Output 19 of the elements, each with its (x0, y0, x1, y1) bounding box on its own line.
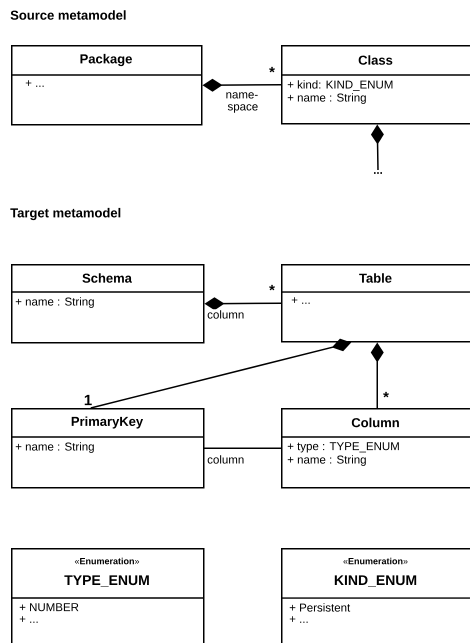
ellipsis-text: ... (374, 172, 382, 174)
multiplicity-label: 1 (84, 394, 92, 406)
class-box: Schema + name : String (11, 264, 204, 344)
edge-label: column (206, 309, 244, 320)
section-heading: Source metamodel (10, 10, 126, 20)
multiplicity-label: * (269, 284, 275, 290)
edge-label: name- space (222, 91, 260, 114)
enumeration-box: «Enumeration» KIND_ENUM + Persistent + ... (281, 548, 470, 643)
class-box: PrimaryKey + name : String (11, 408, 204, 488)
enumeration-box: «Enumeration» TYPE_ENUM + NUMBER + ... (11, 548, 204, 643)
class-box: Table + ... (281, 264, 470, 342)
composition-line (204, 448, 281, 449)
multiplicity-label: * (383, 392, 389, 398)
class-box: Column + type : TYPE_ENUM + name : String (281, 408, 470, 488)
section-heading: Target metamodel (10, 208, 120, 220)
class-box: Class + kind: KIND_ENUM + name : String (281, 45, 470, 124)
multiplicity-label: * (269, 66, 275, 72)
class-box: Package + ... (11, 45, 202, 126)
edge-label: column (206, 454, 244, 465)
